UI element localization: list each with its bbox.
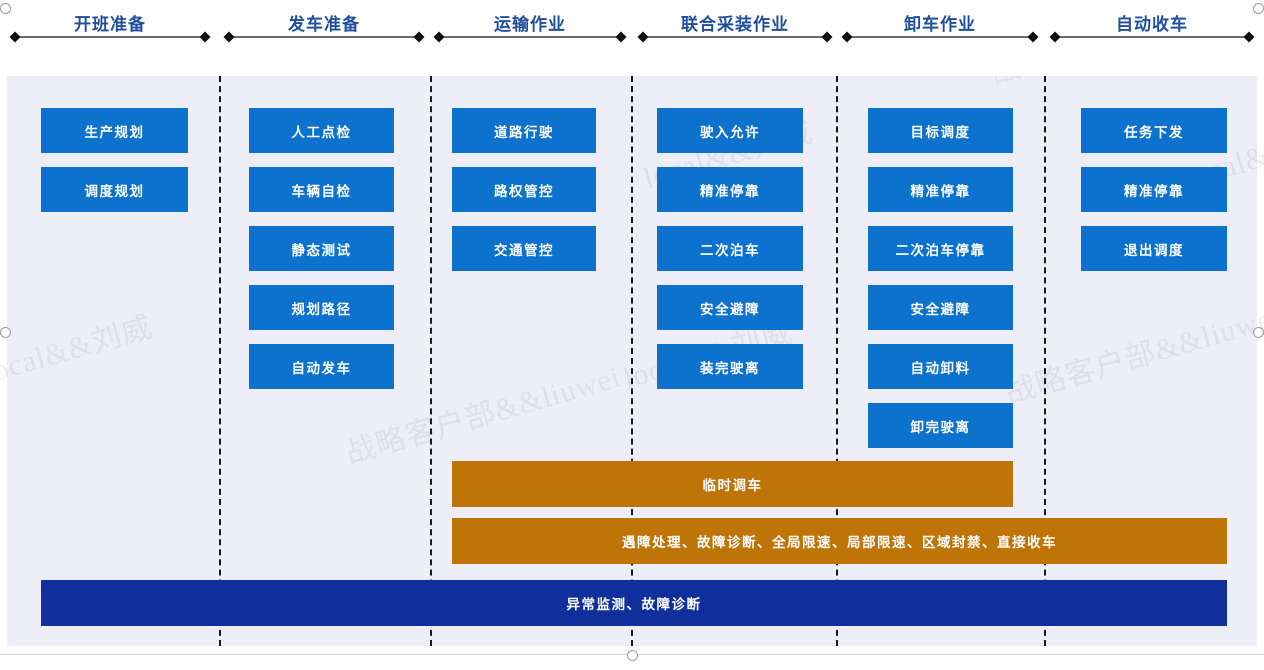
task-box[interactable]: 目标调度 <box>868 108 1013 153</box>
phase-connector-arrow <box>222 30 426 44</box>
phase-connector-arrow <box>636 30 834 44</box>
column-divider-2 <box>430 76 432 646</box>
task-box[interactable]: 二次泊车 <box>657 226 803 271</box>
phase-title: 联合采装作业 <box>681 15 789 34</box>
phase-connector-arrow <box>1048 30 1256 44</box>
task-box[interactable]: 装完驶离 <box>657 344 803 389</box>
task-box[interactable]: 安全避障 <box>868 285 1013 330</box>
summary-bar[interactable]: 临时调车 <box>452 461 1013 507</box>
phase-title: 开班准备 <box>74 15 146 34</box>
task-box[interactable]: 驶入允许 <box>657 108 803 153</box>
resize-handle-middle-right[interactable] <box>1253 327 1264 338</box>
task-box[interactable]: 道路行驶 <box>452 108 596 153</box>
resize-handle-top-left[interactable] <box>0 3 11 14</box>
column-divider-3 <box>631 76 633 646</box>
task-box[interactable]: 车辆自检 <box>249 167 394 212</box>
task-box[interactable]: 规划路径 <box>249 285 394 330</box>
summary-bar[interactable]: 异常监测、故障诊断 <box>41 580 1227 626</box>
task-box[interactable]: 精准停靠 <box>1081 167 1227 212</box>
phase-header-5[interactable]: 卸车作业 <box>840 0 1040 76</box>
phase-title: 自动收车 <box>1116 15 1188 34</box>
phase-connector-arrow <box>840 30 1040 44</box>
task-box[interactable]: 安全避障 <box>657 285 803 330</box>
phase-header-6[interactable]: 自动收车 <box>1048 0 1256 76</box>
phase-connector-arrow <box>432 30 628 44</box>
task-box[interactable]: 退出调度 <box>1081 226 1227 271</box>
resize-handle-bottom-center[interactable] <box>627 650 638 661</box>
task-box[interactable]: 生产规划 <box>41 108 188 153</box>
task-box[interactable]: 自动发车 <box>249 344 394 389</box>
task-box[interactable]: 精准停靠 <box>657 167 803 212</box>
column-divider-1 <box>219 76 221 646</box>
column-divider-5 <box>1044 76 1046 646</box>
task-box[interactable]: 静态测试 <box>249 226 394 271</box>
phase-header-2[interactable]: 发车准备 <box>222 0 426 76</box>
phase-connector-arrow <box>8 30 212 44</box>
phase-title: 发车准备 <box>288 15 360 34</box>
column-divider-4 <box>836 76 838 646</box>
task-box[interactable]: 路权管控 <box>452 167 596 212</box>
resize-handle-top-right[interactable] <box>1253 3 1264 14</box>
phase-header-3[interactable]: 运输作业 <box>432 0 628 76</box>
task-box[interactable]: 二次泊车停靠 <box>868 226 1013 271</box>
phase-title: 卸车作业 <box>904 15 976 34</box>
task-box[interactable]: 任务下发 <box>1081 108 1227 153</box>
task-box[interactable]: 调度规划 <box>41 167 188 212</box>
task-box[interactable]: 交通管控 <box>452 226 596 271</box>
task-box[interactable]: 精准停靠 <box>868 167 1013 212</box>
resize-handle-middle-left[interactable] <box>0 327 11 338</box>
phase-title: 运输作业 <box>494 15 566 34</box>
phase-header-1[interactable]: 开班准备 <box>8 0 212 76</box>
phase-header-4[interactable]: 联合采装作业 <box>636 0 834 76</box>
task-box[interactable]: 卸完驶离 <box>868 403 1013 448</box>
task-box[interactable]: 人工点检 <box>249 108 394 153</box>
task-box[interactable]: 自动卸料 <box>868 344 1013 389</box>
summary-bar[interactable]: 遇障处理、故障诊断、全局限速、局部限速、区域封禁、直接收车 <box>452 518 1227 564</box>
phase-header: 开班准备 发车准备 运输作业 联合采装作业 卸车作业 自动收车 <box>0 0 1264 76</box>
